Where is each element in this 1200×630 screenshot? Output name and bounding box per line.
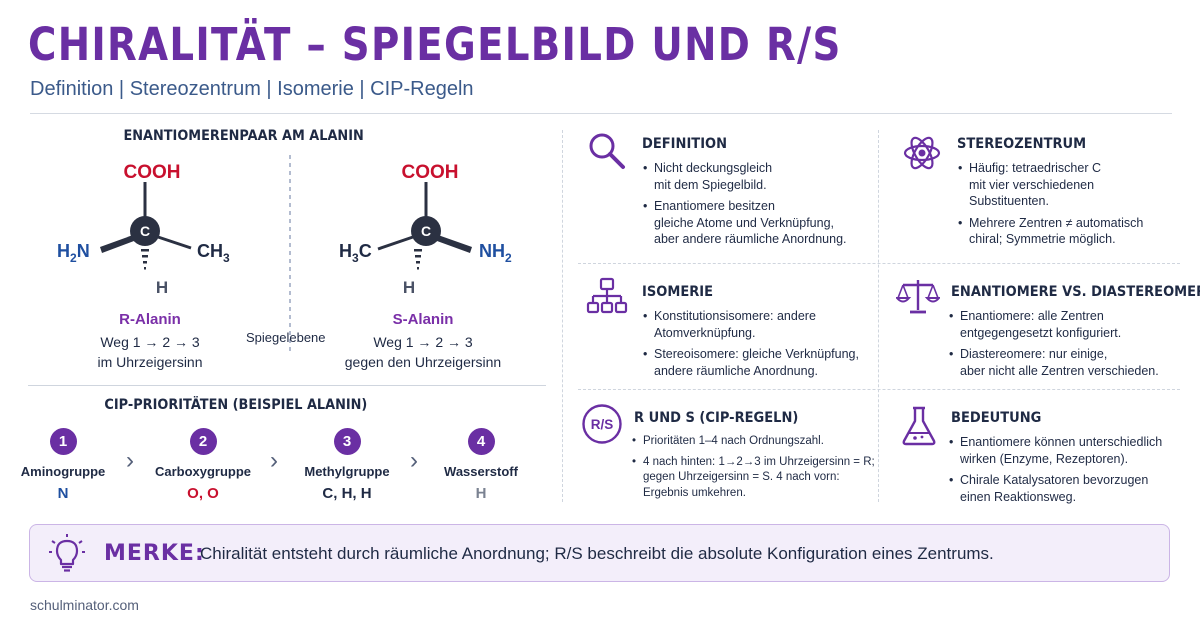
magnifier-icon xyxy=(589,133,625,169)
card-title: R UND S (CIP-REGELN) xyxy=(634,410,799,426)
hierarchy-icon xyxy=(586,277,628,314)
merke-label: MERKE: xyxy=(104,541,205,566)
left-panel-divider xyxy=(28,385,546,386)
s-alanin-structure: C COOH H3C NH2 H xyxy=(339,162,512,297)
cip-group-name: Methylgruppe xyxy=(304,464,390,479)
chevron-right-icon: › xyxy=(270,447,278,474)
chevron-right-icon: › xyxy=(126,447,134,474)
grid-divider-row-1 xyxy=(578,263,1180,264)
grid-divider-left xyxy=(562,130,563,502)
s-stereocenter xyxy=(411,216,441,246)
card-bullet: Konstitutionsisomere: andere Atomverknüp… xyxy=(642,308,877,341)
card-bullets: Konstitutionsisomere: andere Atomverknüp… xyxy=(642,308,877,384)
r-top-group: COOH xyxy=(124,162,181,183)
r-stereocenter xyxy=(130,216,160,246)
card-bullets: Enantiomere können unterschiedlich wirke… xyxy=(948,434,1188,510)
r-alanin-name: R-Alanin xyxy=(119,311,181,328)
card-bullet: Häufig: tetraedrischer C mit vier versch… xyxy=(957,160,1187,210)
cip-priority-1: 1 Aminogruppe N xyxy=(3,428,123,502)
enantiomers-heading: ENANTIOMERENPAAR AM ALANIN xyxy=(123,128,364,144)
s-left-group: H3C xyxy=(339,241,372,265)
card-bullet: Diastereomere: nur einige, aber nicht al… xyxy=(948,346,1188,379)
s-alanin-name: S-Alanin xyxy=(392,311,454,328)
cip-group-name: Carboxygruppe xyxy=(154,464,252,479)
card-bullet: Stereoisomere: gleiche Verknüpfung, ande… xyxy=(642,346,877,379)
priority-badge: 1 xyxy=(49,428,77,455)
card-title: ISOMERIE xyxy=(642,284,714,300)
s-bottom-group: H xyxy=(403,278,415,297)
card-bullet: 4 nach hinten: 1→2→3 im Uhrzeigersinn = … xyxy=(631,455,881,502)
atom-icon xyxy=(903,136,941,170)
svg-text:R/S: R/S xyxy=(591,417,614,432)
merke-text: Chiralität entsteht durch räumliche Anor… xyxy=(200,544,994,563)
r-center-atom: C xyxy=(140,223,150,239)
card-bullet: Chirale Katalysatoren bevorzugen einen R… xyxy=(948,472,1188,505)
merke-banner: MERKE: Chiralität entsteht durch räumlic… xyxy=(29,524,1170,582)
rs-badge-icon: R/S xyxy=(582,404,622,444)
r-bottom-group: H xyxy=(156,278,168,297)
priority-badge: 4 xyxy=(467,428,495,455)
cip-group-atoms: N xyxy=(57,485,69,502)
s-center-atom: C xyxy=(421,223,431,239)
card-title: STEREOZENTRUM xyxy=(957,136,1087,152)
cip-priority-3: 3 Methylgruppe C, H, H xyxy=(287,428,407,502)
cip-group-atoms: H xyxy=(475,485,487,502)
cip-group-atoms: C, H, H xyxy=(322,485,372,502)
card-bullets: Nicht deckungsgleich mit dem Spiegelbild… xyxy=(642,160,872,253)
balance-icon xyxy=(896,280,940,314)
grid-divider-row-2 xyxy=(578,389,1180,390)
mirror-plane-label: Spiegelebene xyxy=(246,330,326,345)
r-alanin-structure: C COOH H2N CH3 H xyxy=(57,162,230,297)
card-title: DEFINITION xyxy=(642,136,728,152)
header-divider xyxy=(30,113,1172,114)
card-bullet: Mehrere Zentren ≠ automatisch chiral; Sy… xyxy=(957,215,1187,248)
footer-site-link[interactable]: schulminator.com xyxy=(30,597,139,613)
card-bullets: Prioritäten 1–4 nach Ordnungszahl. 4 nac… xyxy=(631,434,881,506)
card-title: BEDEUTUNG xyxy=(951,410,1042,426)
cip-group-atoms: O, O xyxy=(187,485,219,502)
lightbulb-icon xyxy=(49,534,85,572)
flask-icon xyxy=(902,406,936,446)
card-bullet: Nicht deckungsgleich mit dem Spiegelbild… xyxy=(642,160,872,193)
card-bullet: Enantiomere können unterschiedlich wirke… xyxy=(948,434,1188,467)
card-bullet: Enantiomere: alle Zentren entgegengesetz… xyxy=(948,308,1188,341)
cip-group-name: Aminogruppe xyxy=(20,464,106,479)
page-title: CHIRALITÄT – SPIEGELBILD UND R/S xyxy=(28,18,842,71)
s-right-group: NH2 xyxy=(479,241,512,265)
r-left-group: H2N xyxy=(57,241,90,265)
card-bullets: Enantiomere: alle Zentren entgegengesetz… xyxy=(948,308,1188,384)
priority-badge: 2 xyxy=(189,428,217,455)
enantiomer-structures: C COOH H2N CH3 H C COOH H3C NH2 H xyxy=(57,155,512,355)
grid-divider-middle xyxy=(878,130,879,502)
r-right-group: CH3 xyxy=(197,241,230,265)
card-bullet: Enantiomere besitzen gleiche Atome und V… xyxy=(642,198,872,248)
card-bullet: Prioritäten 1–4 nach Ordnungszahl. xyxy=(631,434,881,450)
cip-heading: CIP-PRIORITÄTEN (BEISPIEL ALANIN) xyxy=(104,397,368,413)
cip-priority-2: 2 Carboxygruppe O, O xyxy=(143,428,263,502)
card-title: ENANTIOMERE VS. DIASTEREOMERE xyxy=(951,284,1200,300)
priority-badge: 3 xyxy=(333,428,361,455)
s-top-group: COOH xyxy=(402,162,459,183)
chevron-right-icon: › xyxy=(410,447,418,474)
cip-group-name: Wasserstoff xyxy=(444,464,518,479)
cip-priority-4: 4 Wasserstoff H xyxy=(421,428,541,502)
page-subtitle: Definition | Stereozentrum | Isomerie | … xyxy=(30,78,474,100)
card-bullets: Häufig: tetraedrischer C mit vier versch… xyxy=(957,160,1187,253)
